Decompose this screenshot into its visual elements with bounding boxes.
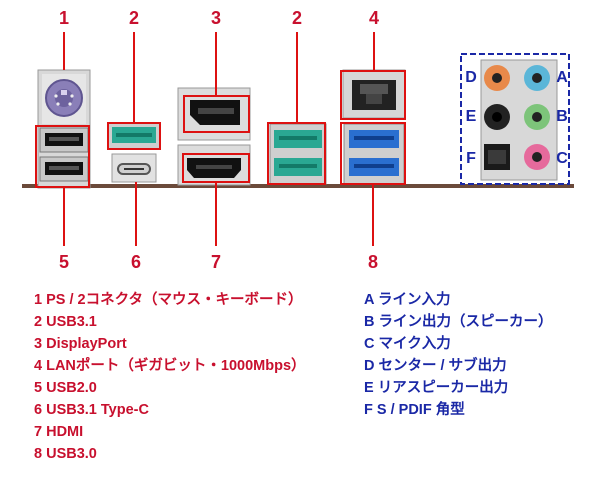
usb-c-port-icon [111,153,157,183]
legend-item: 5 USB2.0 [34,380,97,396]
highlight-4 [340,70,406,120]
audio-highlight [460,53,570,185]
backplate-edge [22,184,574,188]
legend-ports: 1 PS / 2コネクタ（マウス・キーボード） 2 USB3.1 3 Displ… [34,289,306,465]
legend-item: 7 HDMI [34,424,84,440]
legend-item: A ライン入力 [364,292,451,308]
callout-2a: 2 [128,8,139,28]
audio-letter-c: C [556,150,568,167]
usb31-port-stack [269,123,327,185]
rj45-lan-icon [342,69,406,119]
callout-5: 5 [58,252,69,272]
legend-item: E リアスピーカー出力 [364,380,509,396]
optical-spdif-icon [484,144,510,170]
usb30-port-stack [343,123,405,185]
legend-item: 6 USB3.1 Type-C [34,402,149,418]
hdmi-icon [177,144,251,186]
legend-item: B ライン出力（スピーカー） [364,314,553,330]
audio-letter-e: E [465,108,477,125]
callout-2b: 2 [291,8,302,28]
legend-audio: A ライン入力 B ライン出力（スピーカー） C マイク入力 D センター / … [364,289,553,421]
callout-8: 8 [367,252,378,272]
callout-6: 6 [130,252,141,272]
callout-1: 1 [58,8,69,28]
audio-letter-f: F [466,150,476,167]
legend-item: C マイク入力 [364,336,451,352]
legend-item: 1 PS / 2コネクタ（マウス・キーボード） [34,292,303,308]
legend-item: D センター / サブ出力 [364,358,507,374]
callout-4: 4 [368,8,379,28]
leader-lines [63,32,375,246]
highlight-5 [35,125,90,188]
legend-item: 8 USB3.0 [34,446,97,462]
callout-7: 7 [210,252,221,272]
legend-item: 2 USB3.1 [34,314,97,330]
legend-item: 3 DisplayPort [34,336,127,352]
audio-letter-d: D [465,69,477,86]
legend-item: 4 LANポート（ギガビット・1000Mbps） [34,358,306,374]
usb31-port [107,122,161,150]
callout-3: 3 [210,8,221,28]
audio-letter-a: A [556,69,568,86]
audio-letter-b: B [556,108,568,125]
legend-item: F S / PDIF 角型 [364,402,465,418]
